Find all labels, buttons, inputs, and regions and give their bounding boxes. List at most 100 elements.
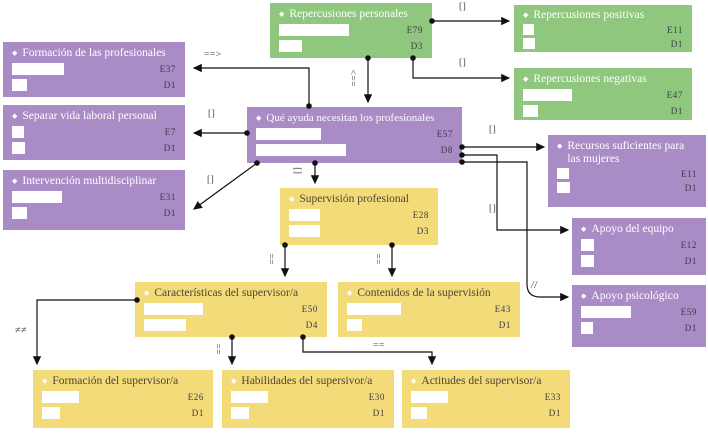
- diamond-icon: ◆: [42, 377, 48, 385]
- relation-label-partof: []: [208, 109, 216, 119]
- node-caracteristicas-supervisor[interactable]: ◆ Características del supervisor/a E50 D…: [135, 282, 327, 337]
- node-repercusiones-personales[interactable]: ◆ Repercusiones personales E79 D3: [270, 3, 432, 58]
- groundedness-code: E31: [159, 192, 176, 203]
- diamond-icon: ◆: [523, 75, 529, 83]
- node-repercusiones-positivas[interactable]: ◆ Repercusiones positivas E11 D1: [514, 5, 692, 52]
- node-recursos-suficientes[interactable]: ◆ Recursos suficientes para las mujeres …: [548, 135, 706, 207]
- density-code: D1: [670, 38, 683, 49]
- node-intervencion-multidisciplinar[interactable]: ◆ Intervención multidisciplinar E31 D1: [3, 170, 185, 230]
- redacted-bar: [523, 24, 534, 36]
- redacted-bar: [581, 322, 593, 335]
- density-code: D1: [163, 80, 176, 91]
- diamond-icon: ◆: [12, 49, 18, 57]
- groundedness-code: E43: [494, 304, 511, 315]
- redacted-bar: [42, 391, 79, 404]
- density-code: D1: [684, 256, 697, 267]
- diamond-icon: ◆: [581, 225, 587, 233]
- node-title: ◆ Formación del supervisor/a: [42, 375, 179, 387]
- density-code: D1: [670, 106, 683, 117]
- diamond-icon: ◆: [581, 292, 587, 300]
- relation-label-assoc: ==: [214, 342, 225, 355]
- node-formacion-supervisor[interactable]: ◆ Formación del supervisor/a E26 D1: [33, 370, 213, 428]
- node-habilidades-supervisor[interactable]: ◆ Habilidades del supersivor/a E30 D1: [222, 370, 394, 428]
- node-repercusiones-negativas[interactable]: ◆ Repercusiones negativas E47 D1: [514, 68, 692, 120]
- redacted-bar: [411, 391, 448, 404]
- node-title: ◆ Repercusiones negativas: [523, 73, 647, 85]
- density-code: D1: [191, 408, 204, 419]
- redacted-bar: [347, 303, 401, 316]
- node-supervision-profesional[interactable]: ◆ Supervisión profesional E28 D3: [280, 188, 438, 245]
- node-apoyo-psicologico[interactable]: ◆ Apoyo psicológico E59 D1: [572, 285, 706, 347]
- density-code: D8: [440, 144, 453, 155]
- redacted-bar: [12, 126, 24, 139]
- redacted-bar: [523, 89, 572, 102]
- density-code: D1: [548, 408, 561, 419]
- diamond-icon: ◆: [557, 142, 563, 150]
- diamond-icon: ◆: [256, 114, 262, 122]
- node-title: ◆ Contenidos de la supervisión: [347, 287, 491, 299]
- node-title: ◆ Apoyo psicológico: [581, 290, 679, 302]
- groundedness-code: E47: [666, 90, 683, 101]
- relation-label-assoc: ==: [374, 252, 385, 265]
- node-apoyo-equipo[interactable]: ◆ Apoyo del equipo E12 D1: [572, 218, 706, 275]
- node-formacion-profesionales[interactable]: ◆ Formación de las profesionales E37 D1: [3, 42, 185, 97]
- density-code: D1: [684, 323, 697, 334]
- node-title: ◆ Habilidades del supersivor/a: [231, 375, 373, 387]
- redacted-bar: [279, 24, 349, 37]
- redacted-bar: [12, 79, 27, 92]
- redacted-bar: [144, 303, 203, 316]
- redacted-bar: [347, 319, 362, 332]
- density-code: D1: [163, 143, 176, 154]
- relation-label-slashes: //: [531, 280, 538, 291]
- redacted-bar: [12, 63, 64, 76]
- density-code: D1: [498, 320, 511, 331]
- groundedness-code: E7: [164, 127, 176, 138]
- relation-label-isa: ==>: [204, 50, 222, 60]
- node-title: ◆ Características del supervisor/a: [144, 287, 299, 299]
- node-title: ◆ Separar vida laboral personal: [12, 110, 157, 122]
- diamond-icon: ◆: [411, 377, 417, 385]
- density-code: D1: [684, 182, 697, 193]
- density-code: D1: [372, 408, 385, 419]
- redacted-bar: [523, 38, 535, 50]
- density-code: D3: [410, 41, 423, 52]
- node-title: ◆ Recursos suficientes para las mujeres: [557, 140, 685, 165]
- node-contenidos-supervision[interactable]: ◆ Contenidos de la supervisión E43 D1: [338, 282, 520, 337]
- diamond-icon: ◆: [279, 10, 285, 18]
- redacted-bar: [279, 40, 302, 53]
- redacted-bar: [144, 319, 186, 332]
- density-code: D4: [305, 320, 318, 331]
- redacted-bar: [411, 407, 427, 420]
- relation-label-partof: []: [489, 204, 497, 214]
- redacted-bar: [256, 127, 321, 140]
- relation-label-partof: []: [489, 125, 497, 135]
- groundedness-code: E50: [301, 304, 318, 315]
- diamond-icon: ◆: [289, 195, 295, 203]
- groundedness-code: E37: [159, 64, 176, 75]
- redacted-bar: [557, 168, 569, 180]
- diamond-icon: ◆: [144, 289, 150, 297]
- density-code: D1: [163, 208, 176, 219]
- node-title: ◆ Repercusiones positivas: [523, 9, 645, 21]
- groundedness-code: E11: [681, 168, 697, 179]
- node-actitudes-supervisor[interactable]: ◆ Actitudes del supervisor/a E33 D1: [402, 370, 570, 428]
- diamond-icon: ◆: [347, 289, 353, 297]
- node-title: ◆ Actitudes del supervisor/a: [411, 375, 542, 387]
- redacted-bar: [581, 239, 594, 252]
- node-separar-vida-laboral[interactable]: ◆ Separar vida laboral personal E7 D1: [3, 105, 185, 160]
- redacted-bar: [231, 391, 268, 404]
- groundedness-code: E57: [436, 128, 453, 139]
- relation-label-partof: []: [459, 2, 467, 12]
- redacted-bar: [42, 407, 60, 420]
- relation-label-partof: []: [291, 167, 302, 175]
- groundedness-code: E26: [187, 392, 204, 403]
- node-title: ◆ Repercusiones personales: [279, 8, 408, 20]
- node-que-ayuda-necesitan[interactable]: ◆ Qué ayuda necesitan los profesionales …: [247, 107, 462, 163]
- node-title: ◆ Apoyo del equipo: [581, 223, 674, 235]
- groundedness-code: E11: [667, 24, 683, 35]
- redacted-bar: [12, 207, 27, 220]
- relation-label-partof: []: [207, 175, 215, 185]
- redacted-bar: [581, 306, 631, 319]
- redacted-bar: [523, 105, 538, 118]
